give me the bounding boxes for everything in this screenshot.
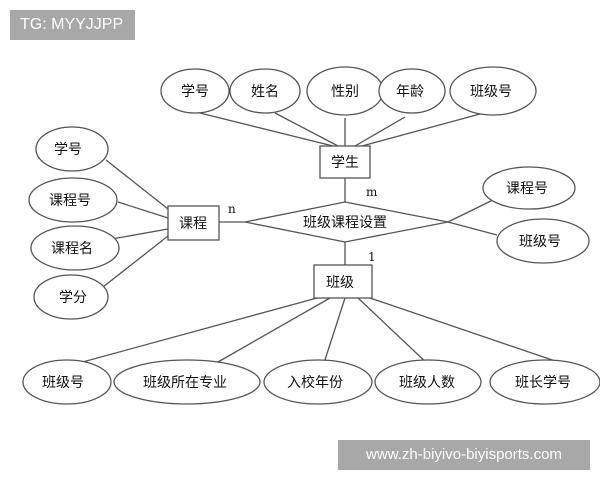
attr-class-enroll-year: 入校年份 xyxy=(287,374,343,391)
watermark-top-left: TG: MYYJJPP xyxy=(10,10,135,40)
attr-rel-course-id: 课程号 xyxy=(506,181,548,197)
class-attributes: 班级号 班级所在专业 入校年份 班级人数 班长学号 xyxy=(42,374,571,391)
attr-class-id: 班级号 xyxy=(42,375,84,391)
relationship-class-course: 班级课程设置 xyxy=(303,215,387,231)
attr-class-monitor-id: 班长学号 xyxy=(515,375,571,391)
cardinality-student: m xyxy=(366,185,378,199)
student-attributes: 学号 姓名 性别 年龄 班级号 xyxy=(181,84,512,100)
attr-course-credit: 学分 xyxy=(59,290,87,306)
cardinality-class: 1 xyxy=(368,250,376,264)
attr-student-id: 学号 xyxy=(181,84,209,100)
attr-course-id: 课程号 xyxy=(49,193,91,209)
attr-rel-class-id: 班级号 xyxy=(519,234,561,250)
entity-student: 学生 xyxy=(331,155,359,171)
attr-course-name: 课程名 xyxy=(51,241,93,257)
watermark-bottom-right: www.zh-biyivo-biyisports.com xyxy=(338,440,590,470)
course-attributes: 学号 课程号 课程名 学分 xyxy=(49,142,93,306)
attr-class-major: 班级所在专业 xyxy=(143,375,227,391)
entity-class: 班级 xyxy=(326,275,354,291)
entity-course: 课程 xyxy=(179,216,207,232)
attr-student-name: 姓名 xyxy=(251,84,279,100)
attr-course-student-id: 学号 xyxy=(54,142,82,158)
attr-student-class-id: 班级号 xyxy=(470,84,512,100)
attr-student-gender: 性别 xyxy=(331,84,359,100)
cardinality-course: n xyxy=(228,202,236,216)
attr-class-size: 班级人数 xyxy=(399,375,455,391)
attr-student-age: 年龄 xyxy=(396,84,424,100)
